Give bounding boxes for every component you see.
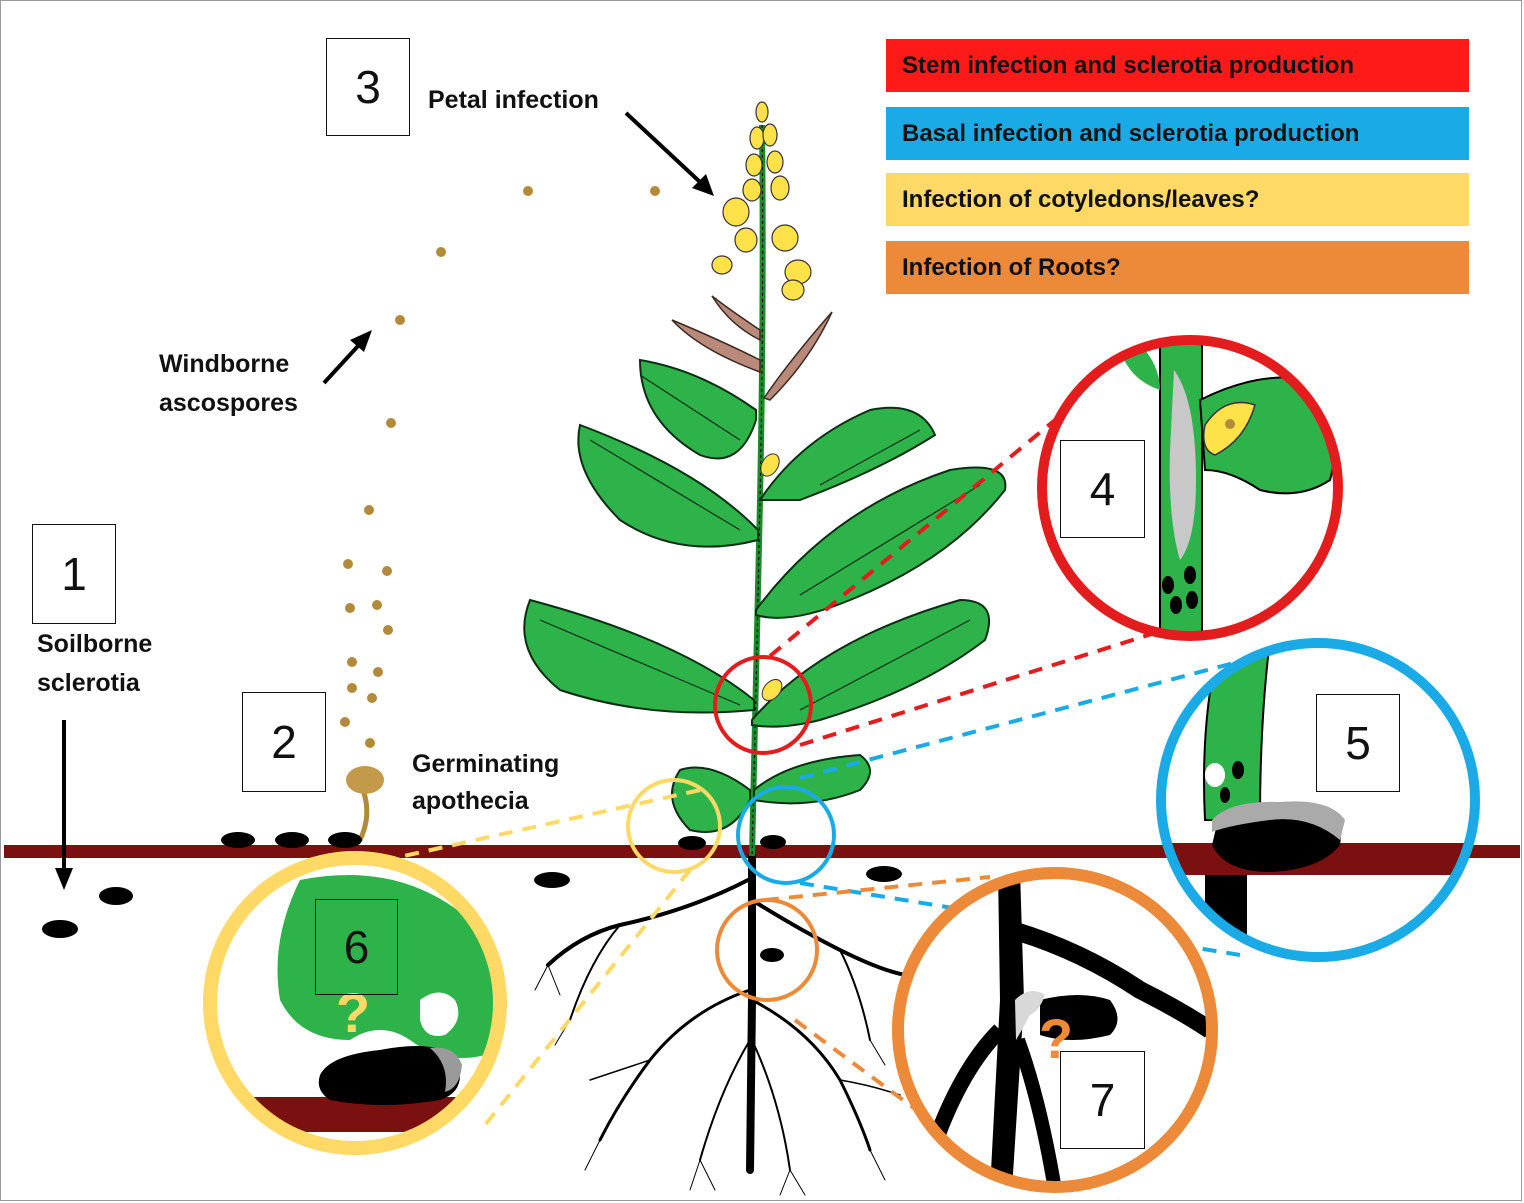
apothecium — [346, 766, 384, 842]
leaf-veins — [539, 374, 981, 711]
step-box-3: 3 — [326, 38, 410, 136]
legend-cotyledon-infection: Infection of cotyledons/leaves? — [886, 173, 1469, 226]
legend-cotyledon-infection-label: Infection of cotyledons/leaves? — [902, 185, 1260, 213]
fallen-petals — [760, 453, 783, 702]
soilborne-label-line1: Soilborne — [37, 630, 153, 658]
zoom-circle-basal — [1156, 638, 1480, 962]
step-box-5: 5 — [1316, 694, 1400, 792]
step-box-6: 6 — [315, 899, 398, 995]
germinating-label-line2: apothecia — [412, 787, 529, 815]
zoom-circle-root: ? — [892, 867, 1218, 1193]
step-box-4: 4 — [1060, 440, 1145, 538]
legend-basal-infection: Basal infection and sclerotia production — [886, 107, 1469, 160]
zoom-markers — [626, 655, 836, 1002]
petal-infection-label: Petal infection — [428, 86, 599, 114]
step-box-7: 7 — [1060, 1051, 1145, 1149]
legend-stem-infection-label: Stem infection and sclerotia production — [902, 51, 1355, 79]
zoom-circle-cotyledon: ? — [203, 851, 507, 1155]
plant-leaves — [523, 358, 1007, 833]
legend-root-infection-label: Infection of Roots? — [902, 253, 1121, 281]
legend-stem-infection: Stem infection and sclerotia production — [886, 39, 1469, 92]
flowers — [711, 101, 812, 301]
step-box-1: 1 — [32, 524, 116, 624]
plant-roots — [534, 852, 921, 1196]
soilborne-label-line2: sclerotia — [37, 669, 140, 697]
sclerotia — [42, 832, 902, 962]
legend-root-infection: Infection of Roots? — [886, 241, 1469, 294]
windborne-label-line2: ascospores — [159, 389, 298, 417]
arrows — [55, 111, 714, 890]
windborne-label-line1: Windborne — [159, 350, 290, 378]
ascospores — [340, 186, 660, 748]
germinating-label-line1: Germinating — [412, 750, 560, 778]
withered-leaves — [671, 295, 833, 401]
question-mark-6: ? — [336, 981, 370, 1044]
legend-basal-infection-label: Basal infection and sclerotia production — [902, 119, 1360, 147]
step-box-2: 2 — [242, 692, 326, 792]
